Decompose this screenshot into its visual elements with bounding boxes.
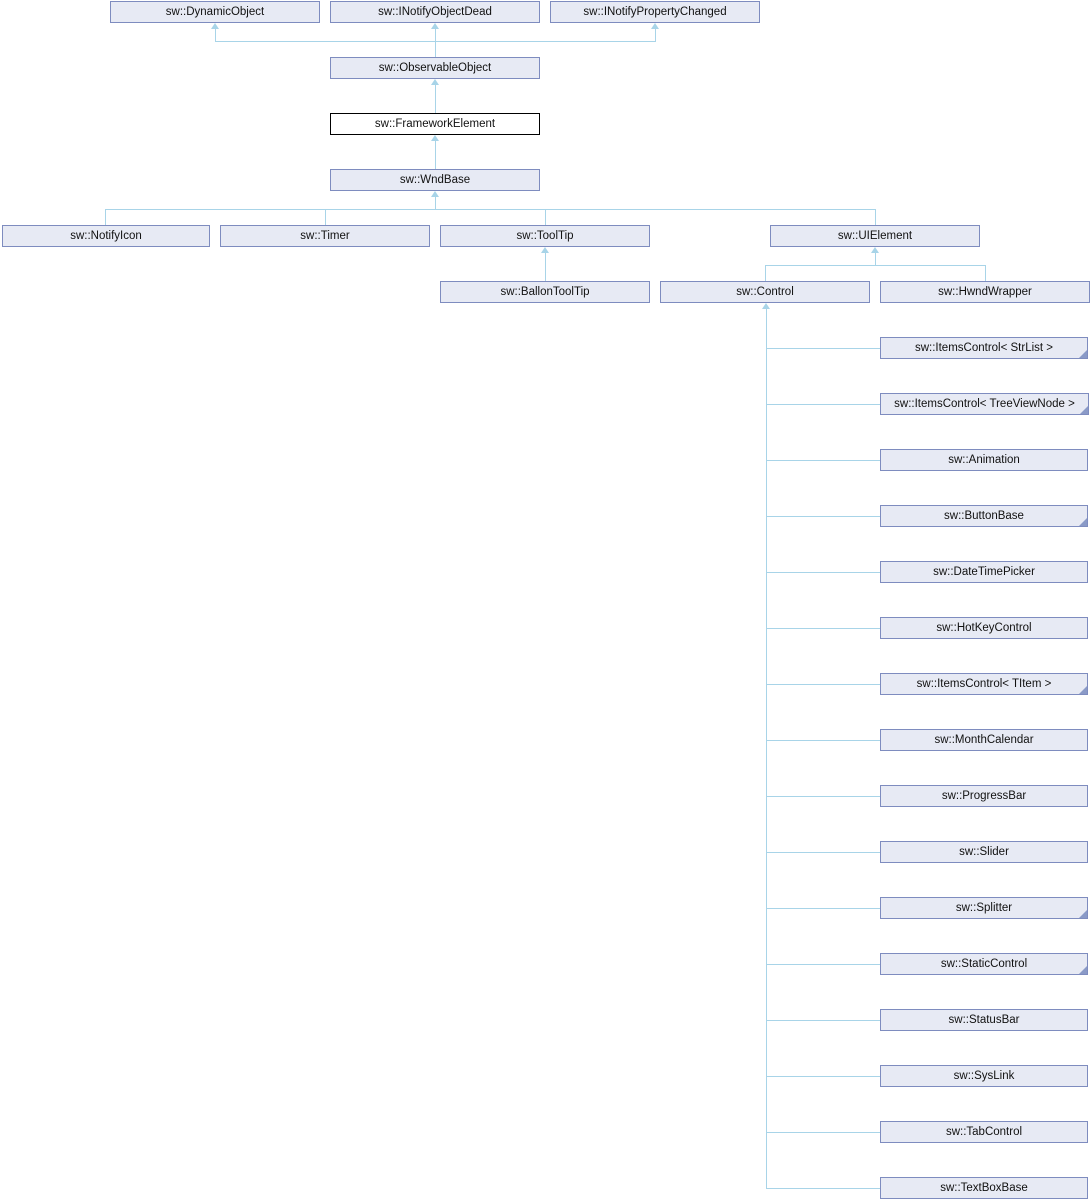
connector-control-stub-6 bbox=[766, 684, 880, 685]
class-node-tabcontrol[interactable]: sw::TabControl bbox=[880, 1121, 1088, 1143]
class-node-wndbase[interactable]: sw::WndBase bbox=[330, 169, 540, 191]
connector-dynamicobject-drop bbox=[215, 28, 216, 42]
connector-control-riser bbox=[765, 265, 766, 281]
class-node-inotifypropchanged[interactable]: sw::INotifyPropertyChanged bbox=[550, 1, 760, 23]
class-node-observableobject[interactable]: sw::ObservableObject bbox=[330, 57, 540, 79]
connector-tooltip-to-ballon bbox=[545, 252, 546, 281]
class-node-splitter[interactable]: sw::Splitter bbox=[880, 897, 1088, 919]
class-node-itemscontrol_treeviewnode[interactable]: sw::ItemsControl< TreeViewNode > bbox=[880, 393, 1089, 415]
class-node-hotkeycontrol[interactable]: sw::HotKeyControl bbox=[880, 617, 1088, 639]
class-node-timer[interactable]: sw::Timer bbox=[220, 225, 430, 247]
class-node-slider[interactable]: sw::Slider bbox=[880, 841, 1088, 863]
class-node-statusbar[interactable]: sw::StatusBar bbox=[880, 1009, 1088, 1031]
connector-control-stub-5 bbox=[766, 628, 880, 629]
connector-control-stub-10 bbox=[766, 908, 880, 909]
connector-inotifypropchanged-drop bbox=[655, 28, 656, 42]
class-node-itemscontrol_titem[interactable]: sw::ItemsControl< TItem > bbox=[880, 673, 1088, 695]
class-node-tooltip[interactable]: sw::ToolTip bbox=[440, 225, 650, 247]
connector-tooltip-riser bbox=[545, 209, 546, 225]
class-node-frameworkelement[interactable]: sw::FrameworkElement bbox=[330, 113, 540, 135]
arrow-to-frameworkelement bbox=[431, 135, 439, 141]
connector-observableobject-to-fe bbox=[435, 84, 436, 113]
arrow-to-inotifyobjectdead bbox=[431, 23, 439, 29]
class-node-progressbar[interactable]: sw::ProgressBar bbox=[880, 785, 1088, 807]
arrow-to-uielement bbox=[871, 247, 879, 253]
connector-control-stub-0 bbox=[766, 348, 880, 349]
connector-hwndwrapper-riser bbox=[985, 265, 986, 281]
connector-control-stub-3 bbox=[766, 516, 880, 517]
connector-control-stub-9 bbox=[766, 852, 880, 853]
connector-control-stub-7 bbox=[766, 740, 880, 741]
class-node-animation[interactable]: sw::Animation bbox=[880, 449, 1088, 471]
connector-control-stub-4 bbox=[766, 572, 880, 573]
connector-uielement-drop bbox=[875, 252, 876, 265]
connector-control-stub-2 bbox=[766, 460, 880, 461]
arrow-to-dynamicobject bbox=[211, 23, 219, 29]
class-node-buttonbase[interactable]: sw::ButtonBase bbox=[880, 505, 1088, 527]
arrow-to-inotifypropchanged bbox=[651, 23, 659, 29]
class-node-uielement[interactable]: sw::UIElement bbox=[770, 225, 980, 247]
connector-timer-riser bbox=[325, 209, 326, 225]
class-node-control[interactable]: sw::Control bbox=[660, 281, 870, 303]
connector-control-stub-15 bbox=[766, 1188, 880, 1189]
connector-uielement-fanout-bar bbox=[765, 265, 986, 266]
connector-wndbase-fanout-bar bbox=[105, 209, 876, 210]
class-node-itemscontrol_strlist[interactable]: sw::ItemsControl< StrList > bbox=[880, 337, 1088, 359]
class-node-dynamicobject[interactable]: sw::DynamicObject bbox=[110, 1, 320, 23]
arrow-to-observableobject bbox=[431, 79, 439, 85]
connector-uielement-riser bbox=[875, 209, 876, 225]
connector-control-stub-13 bbox=[766, 1076, 880, 1077]
connector-wndbase-drop bbox=[435, 196, 436, 209]
class-node-textboxbase[interactable]: sw::TextBoxBase bbox=[880, 1177, 1088, 1199]
class-node-notifyicon[interactable]: sw::NotifyIcon bbox=[2, 225, 210, 247]
connector-control-spine bbox=[766, 308, 767, 1188]
connector-control-stub-14 bbox=[766, 1132, 880, 1133]
connector-fe-to-wndbase bbox=[435, 140, 436, 169]
connector-control-stub-11 bbox=[766, 964, 880, 965]
arrow-to-wndbase bbox=[431, 191, 439, 197]
connector-control-stub-1 bbox=[766, 404, 880, 405]
arrow-to-tooltip bbox=[541, 247, 549, 253]
connector-control-stub-8 bbox=[766, 796, 880, 797]
class-node-syslink[interactable]: sw::SysLink bbox=[880, 1065, 1088, 1087]
class-node-datetimepicker[interactable]: sw::DateTimePicker bbox=[880, 561, 1088, 583]
arrow-to-control bbox=[762, 303, 770, 309]
class-node-hwndwrapper[interactable]: sw::HwndWrapper bbox=[880, 281, 1090, 303]
class-node-ballontooltip[interactable]: sw::BallonToolTip bbox=[440, 281, 650, 303]
connector-control-stub-12 bbox=[766, 1020, 880, 1021]
connector-notifyicon-riser bbox=[105, 209, 106, 225]
class-node-inotifyobjectdead[interactable]: sw::INotifyObjectDead bbox=[330, 1, 540, 23]
connector-observableobject-riser bbox=[435, 41, 436, 57]
class-node-monthcalendar[interactable]: sw::MonthCalendar bbox=[880, 729, 1088, 751]
class-node-staticcontrol[interactable]: sw::StaticControl bbox=[880, 953, 1088, 975]
